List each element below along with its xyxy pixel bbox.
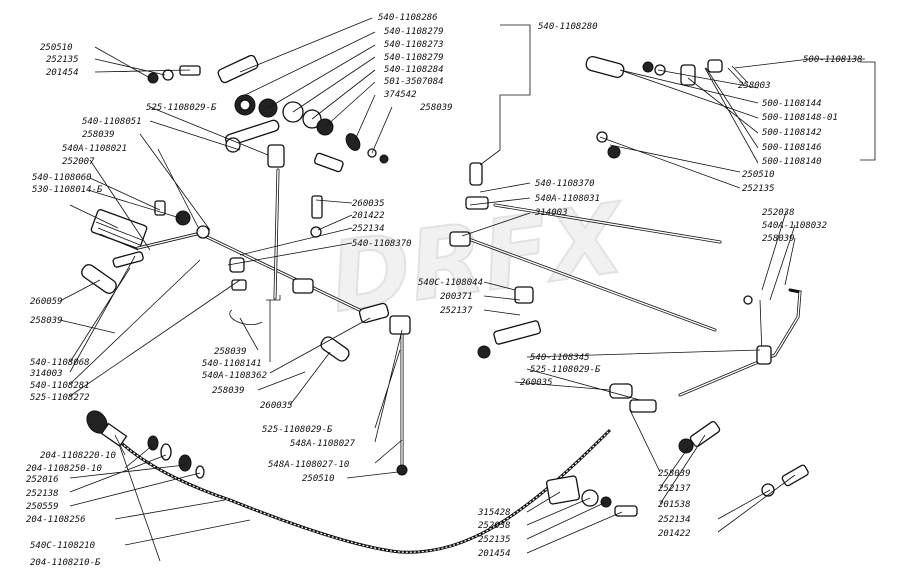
part-label: 260035 (260, 401, 293, 411)
part-label: 260035 (352, 199, 385, 209)
part-label: 201422 (658, 529, 691, 539)
part-label: 204-1108256 (26, 515, 86, 525)
part-label: 540-1108281 (30, 381, 90, 391)
part-label: 258039 (212, 386, 245, 396)
part-label: 252016 (26, 475, 59, 485)
part-label: 201538 (658, 500, 691, 510)
part-label: 204-1108220-10 (40, 451, 116, 461)
part-label: 252007 (62, 157, 95, 167)
part-label: 540-1108286 (378, 13, 438, 23)
part-label: 258039 (420, 103, 453, 113)
part-label: 540-1108279 (384, 27, 444, 37)
choke-cable (86, 410, 612, 554)
part-label: 500-1108144 (762, 99, 822, 109)
part-label: 525-1108029-Б (530, 365, 601, 375)
part-label: 250510 (40, 43, 73, 53)
part-label: 250510 (742, 170, 775, 180)
part-label: 252135 (478, 535, 511, 545)
part-label: 260035 (520, 378, 553, 388)
part-label: 258039 (30, 316, 63, 326)
part-label: 500-1108142 (762, 128, 822, 138)
part-label: 540-1108280 (538, 22, 598, 32)
part-label: 540-1108060 (32, 173, 92, 183)
part-label: 201422 (352, 211, 385, 221)
part-label: 540-1108370 (352, 239, 412, 249)
part-label: 500-1108148-01 (762, 113, 838, 123)
part-label: 540-1108051 (82, 117, 142, 127)
part-label: 540С-1108210 (30, 541, 95, 551)
part-label: 315428 (477, 508, 511, 518)
part-label: 374542 (383, 90, 417, 100)
part-label: 500-1108146 (762, 143, 822, 153)
part-label: 540А-1108362 (202, 371, 267, 381)
part-label: 258039 (762, 234, 795, 244)
top-linkage (147, 54, 389, 238)
part-label: 252134 (352, 224, 385, 234)
part-label: 525-1108029-Б (146, 103, 217, 113)
part-label: 500-1108138 (803, 55, 863, 65)
part-label: 252138 (26, 489, 59, 499)
part-label: 252137 (658, 484, 691, 494)
part-label: 252137 (440, 306, 473, 316)
part-label: 314003 (534, 208, 568, 218)
part-label: 252134 (658, 515, 691, 525)
part-label: 250510 (302, 474, 335, 484)
part-label: 501-3507084 (384, 77, 444, 87)
part-label: 258039 (214, 347, 247, 357)
part-label: 252135 (742, 184, 775, 194)
part-label: 260059 (30, 297, 63, 307)
part-label: 540А-1108031 (535, 194, 600, 204)
part-label: 201454 (46, 68, 79, 78)
part-label: 252038 (478, 521, 511, 531)
part-label: 252038 (762, 208, 795, 218)
leader-lines (59, 17, 876, 562)
part-label: 548А-1108027-10 (268, 460, 349, 470)
part-label: 252135 (46, 55, 79, 65)
part-label: 525-1108029-Б (262, 425, 333, 435)
part-label: 540А-1108032 (762, 221, 827, 231)
middle-linkage (292, 278, 411, 476)
part-labels: 540-1108286 540-1108279 540-1108273 540-… (26, 13, 863, 568)
part-label: 530-1108014-Б (32, 185, 103, 195)
part-label: 314003 (29, 369, 63, 379)
part-label: 204-1108210-Б (30, 558, 101, 568)
part-label: 258039 (82, 130, 115, 140)
part-label: 540-1108068 (30, 358, 90, 368)
part-label: 540А-1108021 (62, 144, 127, 154)
part-label: 540-1108279 (384, 53, 444, 63)
part-label: 258003 (738, 81, 771, 91)
main-rods (203, 168, 802, 472)
part-label: 540-1108284 (384, 65, 444, 75)
part-label: 540-1108273 (384, 40, 444, 50)
part-label: 250559 (26, 502, 59, 512)
part-label: 540-1108370 (535, 179, 595, 189)
part-label: 258039 (658, 469, 691, 479)
part-label: 540С-1108044 (418, 278, 483, 288)
part-label: 204-1108250-10 (26, 464, 102, 474)
pedal-assembly (81, 200, 263, 326)
part-label: 201454 (478, 549, 511, 559)
part-label: 500-1108140 (762, 157, 822, 167)
part-label: 540-1108345 (530, 353, 590, 363)
part-label: 525-1108272 (30, 393, 90, 403)
part-label: 540-1108141 (202, 359, 262, 369)
part-label: 548А-1108027 (290, 439, 356, 449)
part-label: 200371 (440, 292, 473, 302)
